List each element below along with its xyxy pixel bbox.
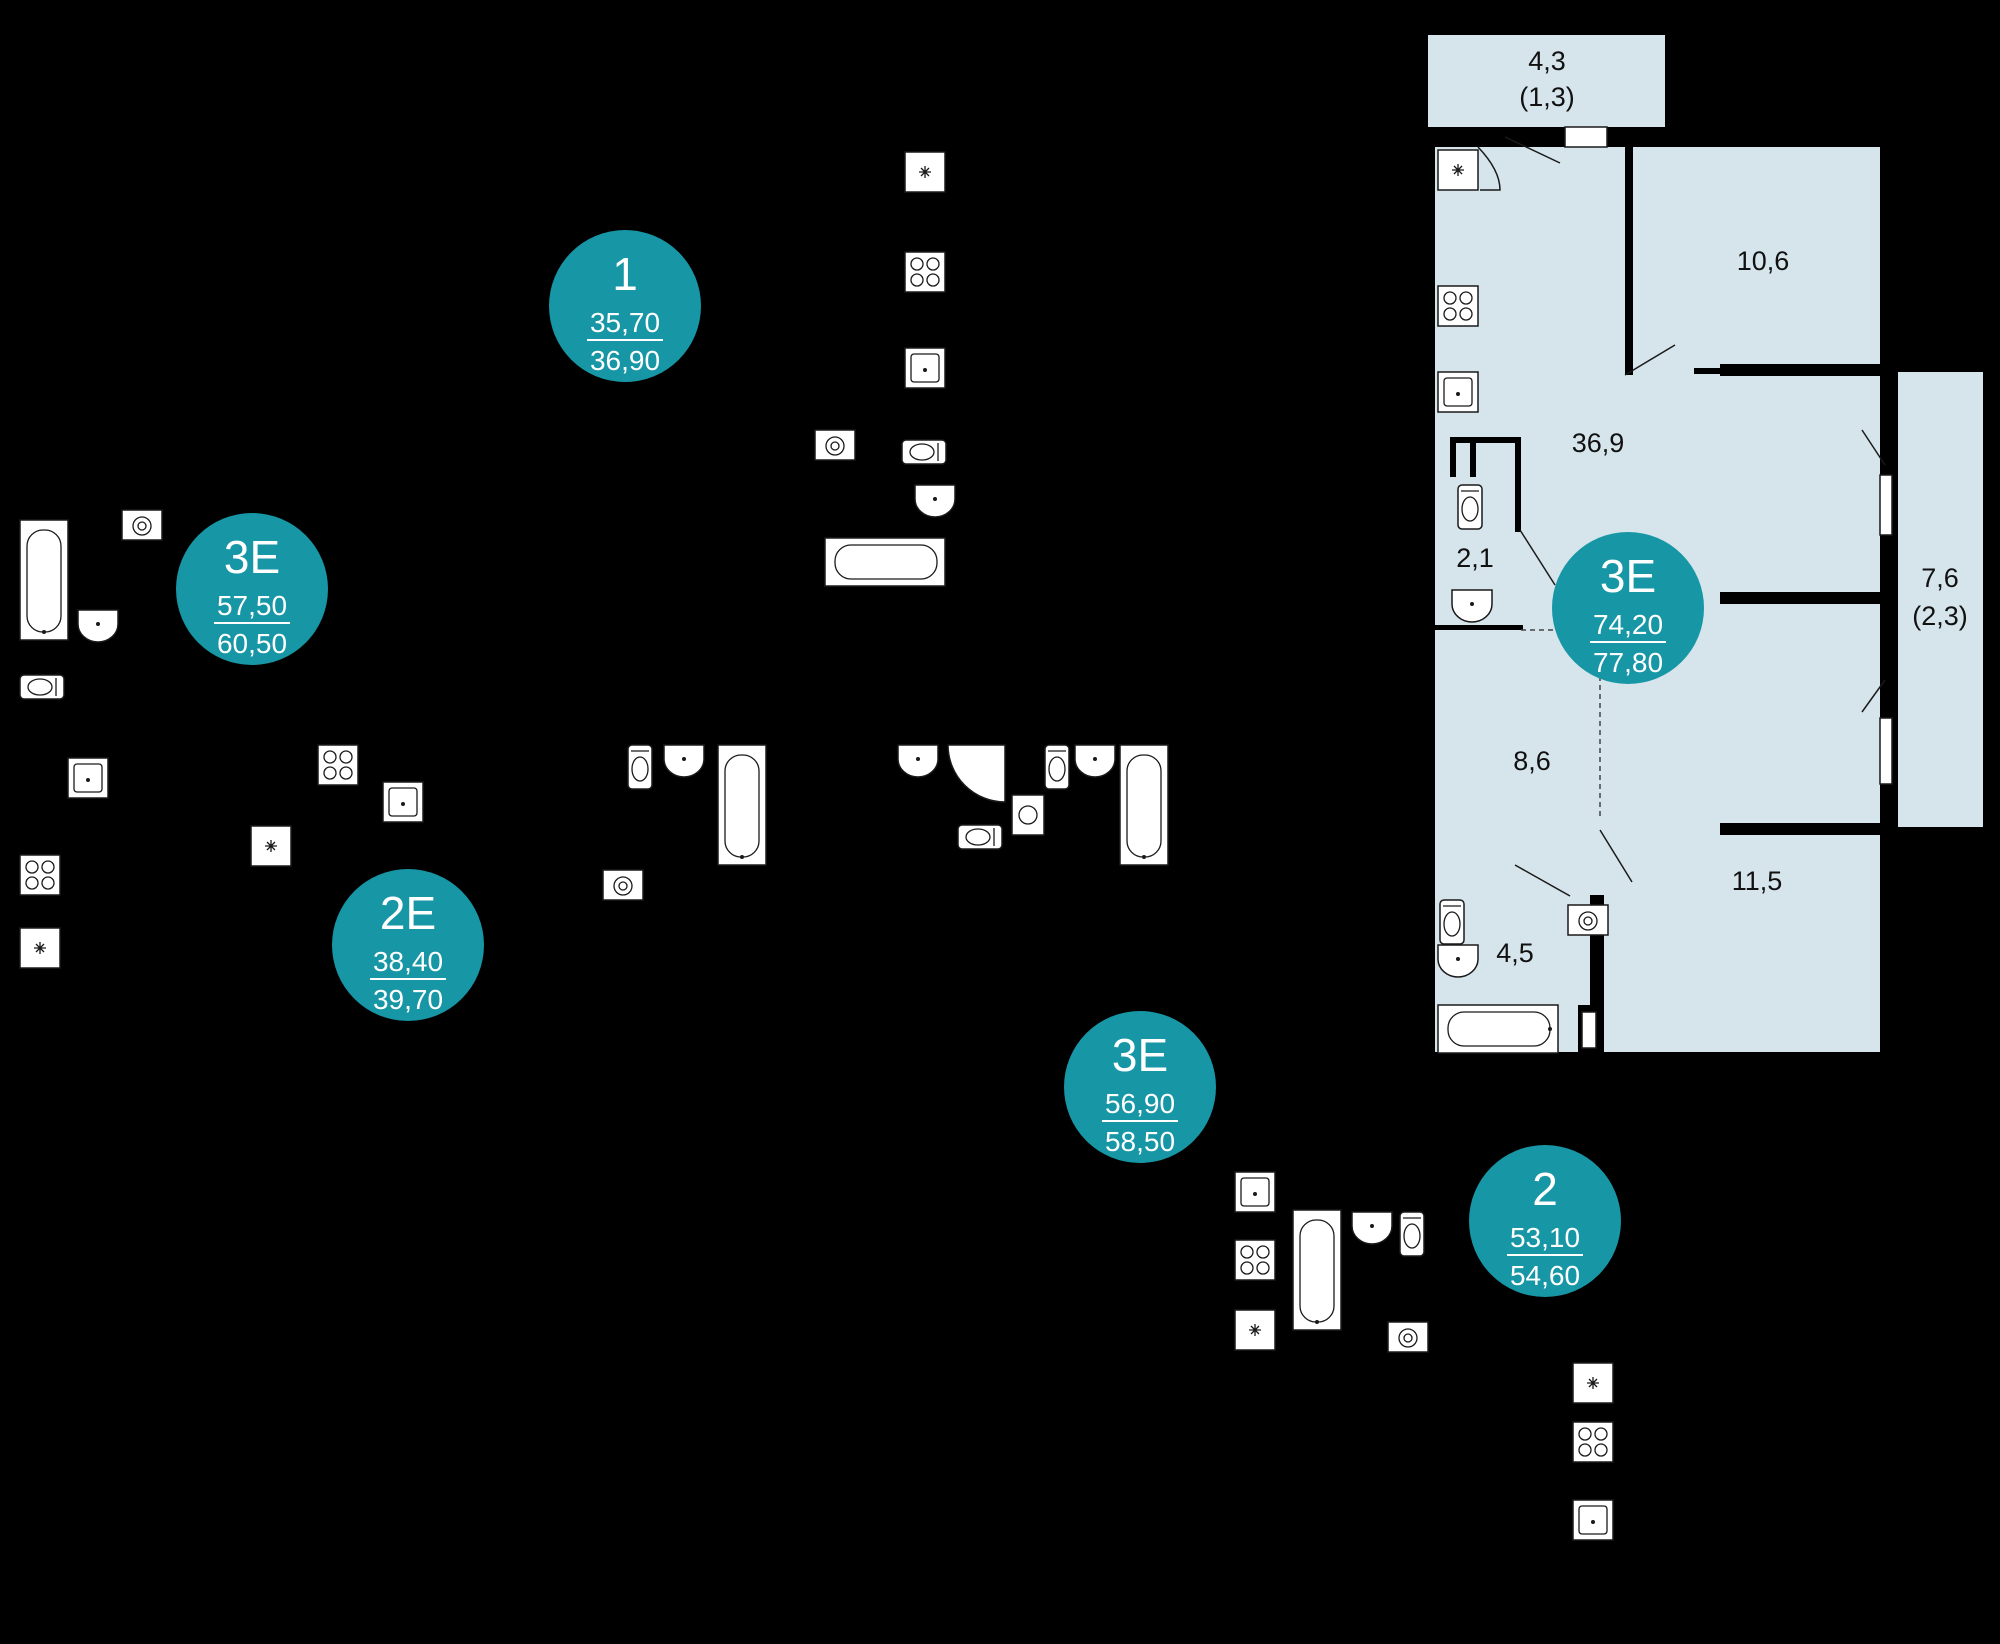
badge-area-with-balcony: 77,80: [1593, 647, 1663, 678]
badge-area-total: 53,10: [1510, 1222, 1580, 1253]
badge-circle: [176, 513, 328, 665]
room-area-bedroom-2: 11,5: [1732, 866, 1783, 896]
room-area-balcony-top: 4,3: [1528, 46, 1566, 76]
badge-circle: [1469, 1145, 1621, 1297]
badge-area-with-balcony: 36,90: [590, 345, 660, 376]
badge-area-with-balcony: 58,50: [1105, 1126, 1175, 1157]
badge-area-total: 38,40: [373, 946, 443, 977]
badge-apt-2e: 2Е 38,40 39,70: [332, 869, 484, 1021]
badge-code: 3Е: [224, 531, 280, 583]
room-area-hall: 8,6: [1513, 746, 1551, 776]
badge-code: 3Е: [1600, 550, 1656, 602]
room-area-balcony-side: 7,6: [1921, 563, 1959, 593]
badge-circle: [549, 230, 701, 382]
badge-area-with-balcony: 54,60: [1510, 1260, 1580, 1291]
badge-circle: [1064, 1011, 1216, 1163]
badge-circle: [332, 869, 484, 1021]
badge-area-with-balcony: 60,50: [217, 628, 287, 659]
badge-area-total: 74,20: [1593, 609, 1663, 640]
other-fixtures: [19, 151, 1614, 1541]
hall: [1435, 627, 1880, 1052]
badge-code: 2Е: [380, 887, 436, 939]
room-area-wc: 2,1: [1456, 543, 1494, 573]
room-sub-balcony-side: (2,3): [1912, 601, 1968, 631]
badge-apt-3e-b: 3Е 56,90 58,50: [1064, 1011, 1216, 1163]
balcony-side: [1898, 372, 1983, 827]
badge-circle: [1552, 532, 1704, 684]
badge-apt-3e-main: 3Е 74,20 77,80: [1552, 532, 1704, 684]
apartment-badges: 1 35,70 36,90 3Е 57,50 60,50 2Е 38,40 39,70 3Е 56,…: [176, 230, 1704, 1297]
room-sub-balcony-top: (1,3): [1519, 82, 1575, 112]
room-area-bathroom: 4,5: [1496, 938, 1534, 968]
badge-area-with-balcony: 39,70: [373, 984, 443, 1015]
badge-area-total: 56,90: [1105, 1088, 1175, 1119]
balcony-top: [1428, 35, 1665, 127]
badge-apt-1: 1 35,70 36,90: [549, 230, 701, 382]
badge-code: 1: [612, 248, 638, 300]
badge-code: 3Е: [1112, 1029, 1168, 1081]
room-area-kitchen-living: 36,9: [1572, 428, 1625, 458]
badge-apt-2: 2 53,10 54,60: [1469, 1145, 1621, 1297]
badge-code: 2: [1532, 1163, 1558, 1215]
room-area-bedroom-1: 10,6: [1737, 246, 1790, 276]
apartment-3e-main: 4,3 (1,3) 10,6 36,9 2,1 7,6 (2,3) 8,6 11…: [1428, 35, 1983, 1054]
badge-apt-3e-a: 3Е 57,50 60,50: [176, 513, 328, 665]
badge-area-total: 35,70: [590, 307, 660, 338]
badge-area-total: 57,50: [217, 590, 287, 621]
